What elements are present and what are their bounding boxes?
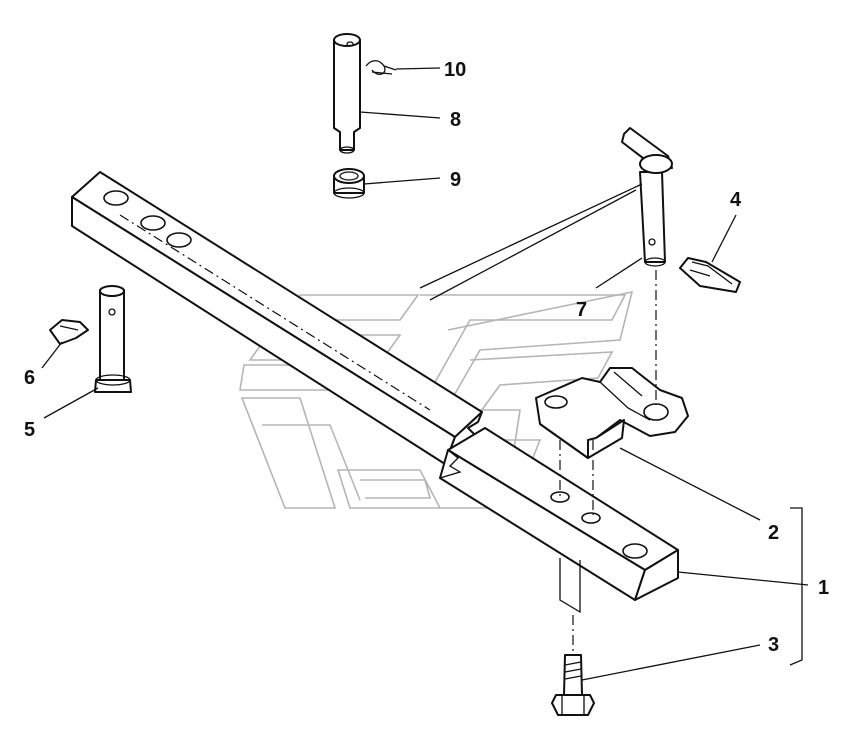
drawbar-hole: [166, 232, 192, 248]
drawbar-hole: [103, 190, 129, 206]
callouts: 1 2 3 4 5 6 7 8 9 10: [24, 59, 829, 656]
callout-7: 7: [576, 299, 587, 321]
leader-lines: [41, 67, 809, 681]
callout-5: 5: [24, 419, 35, 441]
l-handle-pin: [621, 127, 673, 267]
retaining-clip: [49, 319, 89, 345]
linch-pin-clip: [679, 257, 741, 293]
drawbar-hole: [550, 491, 570, 503]
callout-2: 2: [768, 522, 779, 544]
drawbar-far-segment: [71, 171, 483, 465]
drawbar-hole: [622, 543, 648, 559]
clevis-bracket: [535, 367, 689, 459]
clevis-pin: [333, 33, 361, 154]
callout-10: 10: [444, 59, 466, 81]
hex-bolt: [551, 654, 595, 716]
callout-1: 1: [818, 577, 829, 599]
callout-6: 6: [24, 367, 35, 389]
drawbar-near-segment: [439, 427, 679, 601]
drawbar-hole: [581, 512, 601, 524]
callout-8: 8: [450, 109, 461, 131]
headed-pin: [94, 285, 132, 393]
callout-9: 9: [450, 169, 461, 191]
r-clip: [365, 60, 397, 76]
callout-3: 3: [768, 634, 779, 656]
drawbar-hole: [140, 215, 166, 231]
callout-4: 4: [730, 189, 742, 211]
bushing: [333, 168, 365, 199]
